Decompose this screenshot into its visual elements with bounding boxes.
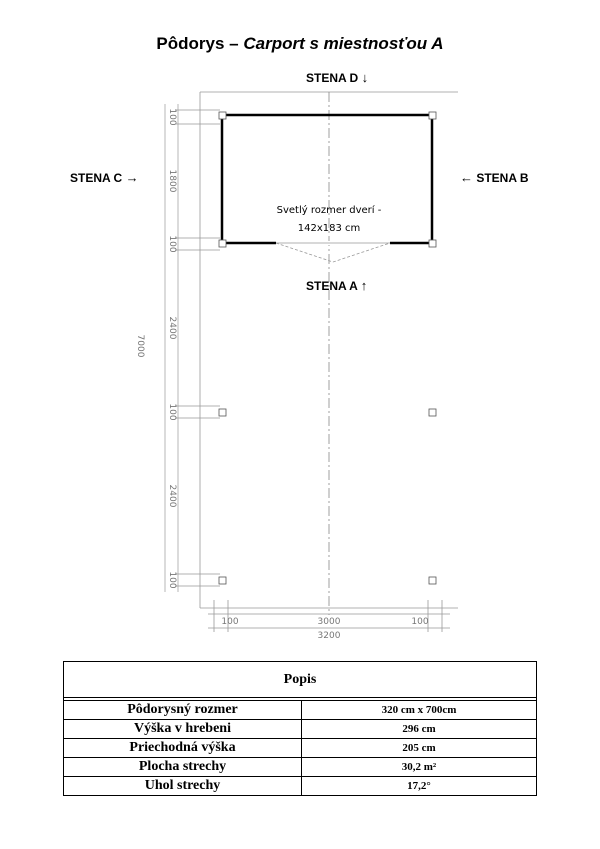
row-value: 205 cm (301, 738, 537, 758)
dim-left-4: 2400 (167, 317, 177, 340)
post (428, 239, 437, 248)
posts (218, 111, 437, 585)
wall-b-label: ← STENA B (460, 170, 529, 185)
post (218, 576, 227, 585)
page-title: Pôdorys – Carport s miestnosťou A (0, 34, 600, 54)
title-main: Pôdorys – (156, 34, 244, 53)
table-row: Výška v hrebeni 296 cm (63, 719, 537, 739)
row-value: 320 cm x 700cm (301, 700, 537, 720)
post (428, 576, 437, 585)
post (428, 111, 437, 120)
dim-left-2: 1800 (167, 170, 177, 193)
arrow-down-icon: ↓ (361, 70, 369, 85)
door-swing (275, 242, 391, 263)
wall-d-label: STENA D ↓ (306, 70, 369, 85)
row-value: 17,2° (301, 776, 537, 796)
row-label: Výška v hrebeni (63, 719, 302, 739)
dim-bottom-2: 3000 (318, 617, 341, 627)
description-table: Popis Pôdorysný rozmer 320 cm x 700cm Vý… (63, 661, 537, 796)
dim-left-total: 7000 (135, 335, 145, 358)
wall-a-label: STENA A ↑ (306, 278, 368, 293)
post (218, 111, 227, 120)
row-label: Uhol strechy (63, 776, 302, 796)
dim-bottom-3: 100 (411, 617, 428, 627)
dim-left-6: 2400 (167, 485, 177, 508)
dim-left-1: 100 (167, 108, 177, 125)
door-note: Svetlý rozmer dverí - 142x183 cm (276, 205, 382, 234)
table-title: Popis (63, 661, 537, 698)
row-label: Plocha strechy (63, 757, 302, 777)
table-row: Uhol strechy 17,2° (63, 776, 537, 796)
arrow-left-icon: ← (460, 170, 473, 185)
arrow-up-icon: ↑ (360, 278, 368, 293)
floor-plan: 100 1800 100 2400 100 2400 100 7000 100 … (135, 91, 458, 641)
row-label: Priechodná výška (63, 738, 302, 758)
guide-lines (175, 91, 458, 632)
wall-c-label: STENA C → (70, 170, 139, 185)
dim-left-7: 100 (167, 571, 177, 588)
row-label: Pôdorysný rozmer (63, 700, 302, 720)
arrow-right-icon: → (125, 170, 139, 185)
title-product: Carport s miestnosťou A (243, 34, 444, 53)
dim-left-3: 100 (167, 235, 177, 252)
post (218, 408, 227, 417)
table-row: Plocha strechy 30,2 m² (63, 757, 537, 777)
dim-left-5: 100 (167, 403, 177, 420)
row-value: 296 cm (301, 719, 537, 739)
table-row: Priechodná výška 205 cm (63, 738, 537, 758)
table-row: Pôdorysný rozmer 320 cm x 700cm (63, 700, 537, 720)
dim-bottom-1: 100 (221, 617, 238, 627)
post (218, 239, 227, 248)
dimension-lines (164, 104, 450, 629)
post (428, 408, 437, 417)
row-value: 30,2 m² (301, 757, 537, 777)
dim-bottom-total: 3200 (318, 631, 341, 641)
